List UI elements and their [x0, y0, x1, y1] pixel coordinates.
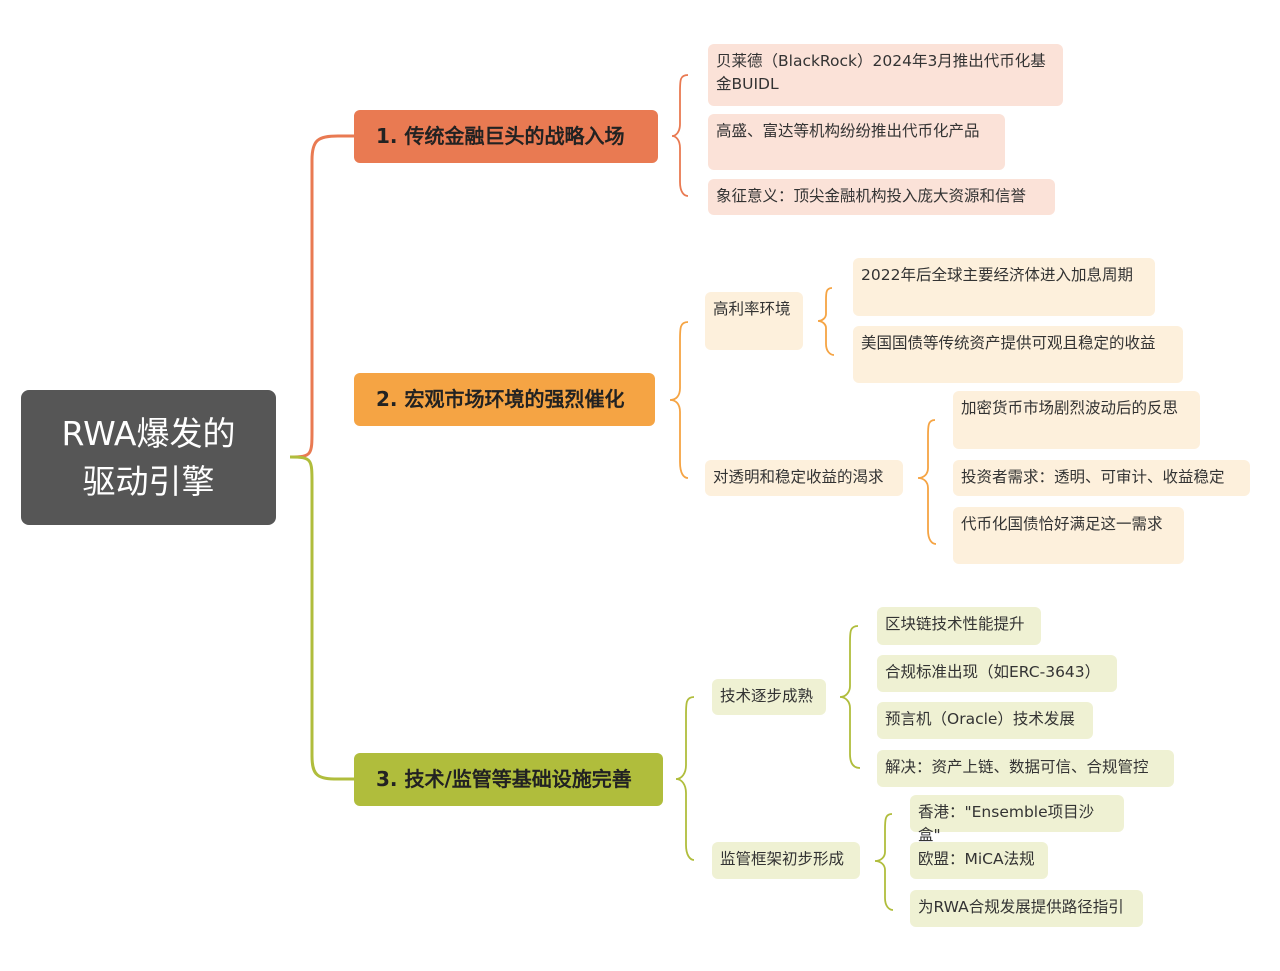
- group-3-1-node[interactable]: 技术逐步成熟: [712, 679, 826, 715]
- group-3-2-label: 监管框架初步形成: [720, 850, 845, 868]
- group-3-1-item-4[interactable]: 解决：资产上链、数据可信、合规管控: [877, 750, 1174, 787]
- group-3-2-item-1-text: 香港："Ensemble项目沙盒": [918, 803, 1095, 844]
- group-2-2-node[interactable]: 对透明和稳定收益的渴求: [705, 460, 903, 496]
- group-3-2-node[interactable]: 监管框架初步形成: [712, 842, 860, 879]
- branch-2-node[interactable]: 2. 宏观市场环境的强烈催化: [354, 373, 655, 426]
- group-3-1-item-3-text: 预言机（Oracle）技术发展: [885, 710, 1075, 728]
- group-3-2-item-2[interactable]: 欧盟：MiCA法规: [910, 842, 1048, 879]
- group-2-2-item-1[interactable]: 加密货币市场剧烈波动后的反思: [953, 391, 1200, 449]
- branch-1-item-3-text: 象征意义：顶尖金融机构投入庞大资源和信誉: [716, 187, 1027, 205]
- branch-3-node[interactable]: 3. 技术/监管等基础设施完善: [354, 753, 663, 806]
- branch-1-item-1-line-1: 贝莱德（BlackRock）2024年3月推出代币化基: [716, 52, 1046, 70]
- root-line-1: RWA爆发的: [61, 413, 236, 453]
- group-3-1-item-4-text: 解决：资产上链、数据可信、合规管控: [885, 758, 1149, 776]
- group-2-1-item-2-text: 美国国债等传统资产提供可观且稳定的收益: [861, 334, 1156, 352]
- branch-1-label: 1. 传统金融巨头的战略入场: [376, 124, 625, 148]
- group-2-2-label: 对透明和稳定收益的渴求: [713, 468, 884, 486]
- group-3-2-item-3[interactable]: 为RWA合规发展提供路径指引: [910, 890, 1143, 927]
- group-3-1-item-1-text: 区块链技术性能提升: [885, 615, 1025, 633]
- group-2-2-item-2[interactable]: 投资者需求：透明、可审计、收益稳定: [953, 460, 1250, 496]
- group-3-1-label: 技术逐步成熟: [720, 687, 814, 705]
- root-node[interactable]: RWA爆发的 驱动引擎: [21, 390, 276, 525]
- group-3-1-item-3[interactable]: 预言机（Oracle）技术发展: [877, 702, 1093, 739]
- group-3-1-item-1[interactable]: 区块链技术性能提升: [877, 607, 1041, 645]
- branch-1-item-3[interactable]: 象征意义：顶尖金融机构投入庞大资源和信誉: [708, 179, 1055, 215]
- branch-2-label: 2. 宏观市场环境的强烈催化: [376, 387, 625, 411]
- branch-1-item-2-text: 高盛、富达等机构纷纷推出代币化产品: [716, 122, 980, 140]
- branch-3-label: 3. 技术/监管等基础设施完善: [376, 767, 632, 791]
- branch-1-item-1-line-2: 金BUIDL: [716, 75, 779, 93]
- group-2-2-item-2-text: 投资者需求：透明、可审计、收益稳定: [961, 468, 1225, 486]
- group-2-1-node[interactable]: 高利率环境: [705, 292, 803, 350]
- group-3-1-item-2[interactable]: 合规标准出现（如ERC-3643）: [877, 655, 1117, 692]
- branch-1-item-2[interactable]: 高盛、富达等机构纷纷推出代币化产品: [708, 114, 1005, 170]
- branch-1-node[interactable]: 1. 传统金融巨头的战略入场: [354, 110, 658, 163]
- group-2-1-item-2[interactable]: 美国国债等传统资产提供可观且稳定的收益: [853, 326, 1183, 383]
- group-2-1-item-1-text: 2022年后全球主要经济体进入加息周期: [861, 266, 1133, 284]
- root-line-2: 驱动引擎: [82, 461, 215, 501]
- branch-1-item-1[interactable]: 贝莱德（BlackRock）2024年3月推出代币化基 金BUIDL: [708, 44, 1063, 106]
- group-2-2-item-3-text: 代币化国债恰好满足这一需求: [961, 515, 1163, 533]
- group-3-2-item-3-text: 为RWA合规发展提供路径指引: [918, 898, 1124, 916]
- group-2-2-item-1-text: 加密货币市场剧烈波动后的反思: [961, 399, 1179, 417]
- group-2-2-item-3[interactable]: 代币化国债恰好满足这一需求: [953, 507, 1184, 564]
- group-2-1-item-1[interactable]: 2022年后全球主要经济体进入加息周期: [853, 258, 1155, 316]
- group-3-2-item-2-text: 欧盟：MiCA法规: [918, 850, 1035, 868]
- group-2-1-label: 高利率环境: [713, 300, 791, 318]
- group-3-1-item-2-text: 合规标准出现（如ERC-3643）: [885, 663, 1101, 681]
- group-3-2-item-1[interactable]: 香港："Ensemble项目沙盒": [910, 795, 1124, 844]
